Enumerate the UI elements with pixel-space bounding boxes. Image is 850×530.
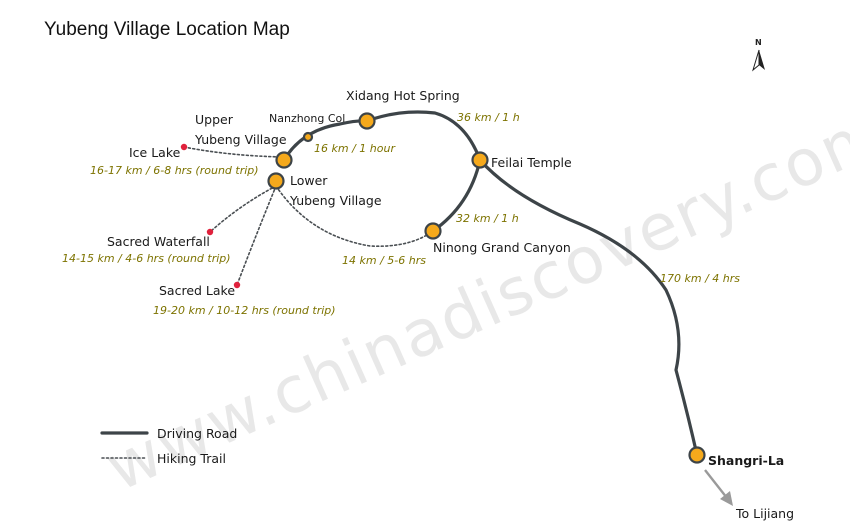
feilai-marker	[471, 151, 489, 169]
hiking-trails	[183, 146, 434, 286]
label-sacred-waterfall: Sacred Waterfall	[107, 234, 210, 249]
label-shangri-la: Shangri-La	[708, 453, 784, 468]
label-lower-yubeng-2: Yubeng Village	[289, 193, 382, 208]
lower-yubeng-marker	[267, 172, 285, 190]
distance-xidang-feilai: 36 km / 1 h	[457, 111, 520, 124]
label-xidang: Xidang Hot Spring	[346, 88, 460, 103]
label-nanzhong-col: Nanzhong Col	[269, 112, 345, 125]
compass-label: N	[755, 38, 762, 47]
map-legend: Driving Road Hiking Trail	[100, 426, 237, 466]
road-feilai-ninong	[431, 158, 482, 233]
north-arrow-icon: N	[752, 38, 765, 72]
distance-sacred-waterfall: 14-15 km / 4-6 hrs (round trip)	[62, 252, 231, 265]
trail-ninong-yubeng	[275, 185, 434, 248]
nanzhong-col-marker	[302, 131, 314, 143]
distance-nanzhong: 16 km / 1 hour	[314, 142, 396, 155]
to-lijiang-arrow-icon	[704, 469, 733, 506]
legend-trail-label: Hiking Trail	[157, 451, 226, 466]
upper-yubeng-marker	[275, 151, 293, 169]
label-feilai: Feilai Temple	[491, 155, 572, 170]
label-upper-yubeng-1: Upper	[195, 112, 234, 127]
label-upper-yubeng-2: Yubeng Village	[194, 132, 287, 147]
ice-lake-marker	[180, 143, 188, 151]
label-ninong: Ninong Grand Canyon	[433, 240, 571, 255]
ninong-marker	[424, 222, 442, 240]
xidang-marker	[358, 112, 376, 130]
label-sacred-lake: Sacred Lake	[159, 283, 235, 298]
trail-sacred-waterfall	[209, 185, 277, 233]
shangri-la-marker	[688, 446, 706, 464]
label-to-lijiang: To Lijiang	[735, 506, 794, 521]
trail-ice-lake	[183, 146, 285, 158]
sacred-waterfall-marker	[206, 228, 214, 236]
distance-sacred-lake: 19-20 km / 10-12 hrs (round trip)	[153, 304, 336, 317]
road-feilai-shangrila	[478, 158, 699, 457]
map-title: Yubeng Village Location Map	[44, 19, 290, 40]
distance-feilai-ninong: 32 km / 1 h	[456, 212, 519, 225]
distance-ninong-yubeng: 14 km / 5-6 hrs	[342, 254, 426, 267]
distance-shangri-la: 170 km / 4 hrs	[660, 272, 740, 285]
legend-road-label: Driving Road	[157, 426, 237, 441]
label-ice-lake: Ice Lake	[129, 145, 181, 160]
distance-ice-lake: 16-17 km / 6-8 hrs (round trip)	[90, 164, 259, 177]
label-lower-yubeng-1: Lower	[290, 173, 328, 188]
sacred-lake-marker	[233, 281, 241, 289]
road-xidang-feilai	[365, 110, 482, 162]
trail-sacred-lake	[236, 185, 277, 286]
